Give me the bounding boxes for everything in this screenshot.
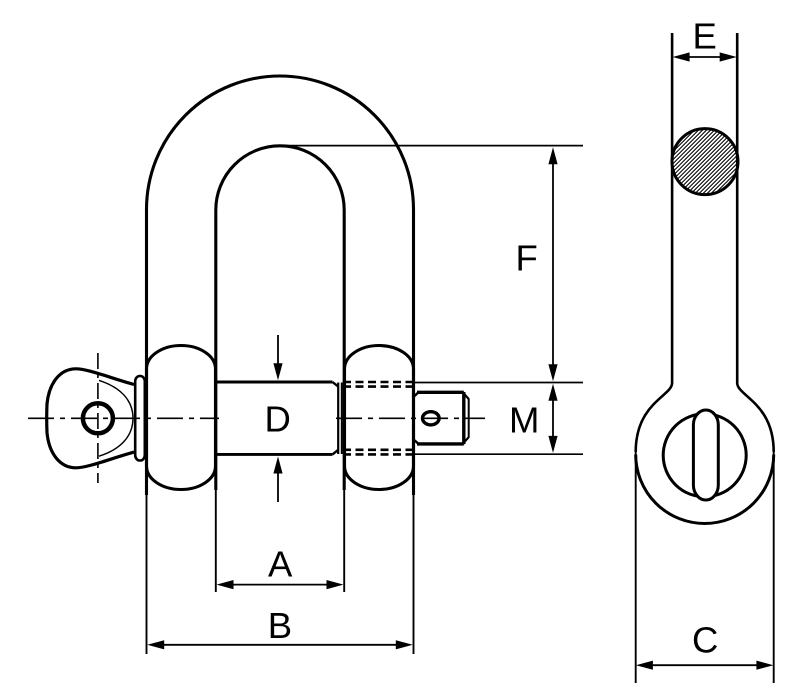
svg-text:D: D xyxy=(265,399,291,440)
svg-text:M: M xyxy=(509,400,539,441)
svg-text:F: F xyxy=(516,238,538,279)
svg-text:C: C xyxy=(692,620,718,661)
svg-text:A: A xyxy=(268,544,293,585)
svg-text:B: B xyxy=(268,605,292,646)
svg-text:E: E xyxy=(693,16,717,57)
